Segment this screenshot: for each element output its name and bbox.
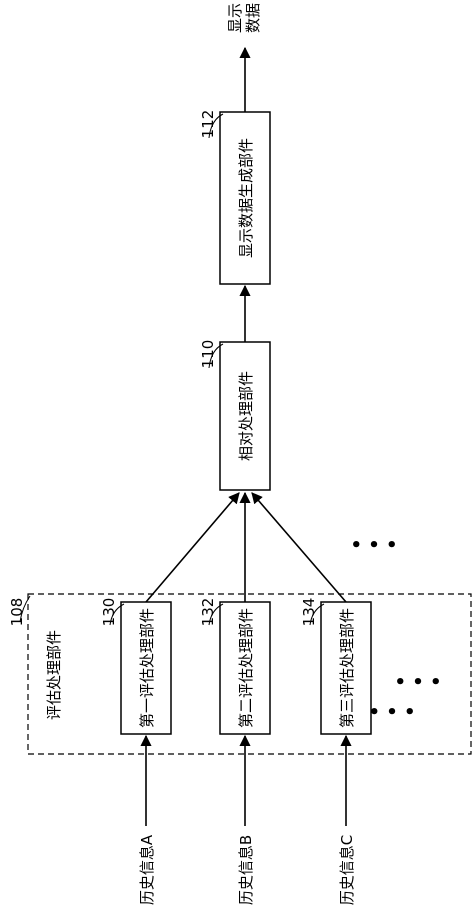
evaluator-label-1: 第一评估处理部件 [138, 608, 156, 728]
ellipsis-middle: • • • [394, 672, 441, 693]
evaluator-ref-leader-1 [109, 603, 125, 626]
eval-group-box [27, 593, 472, 755]
display-unit-ref: 112 [199, 110, 217, 139]
evaluator-ref-leader-2 [208, 603, 224, 626]
arrow-eval3-to-relative [251, 492, 347, 603]
eval-group-ref: 108 [8, 598, 26, 627]
evaluator-label-3: 第三评估处理部件 [338, 608, 356, 728]
input-label-a: 历史信息A [138, 834, 156, 905]
input-label-b: 历史信息B [237, 835, 255, 905]
display-unit-label: 显示数据生成部件 [237, 138, 255, 258]
evaluator-box-2 [219, 601, 271, 735]
evaluator-label-2: 第二评估处理部件 [237, 608, 255, 728]
input-label-c: 历史信息C [338, 835, 356, 905]
evaluator-ref-leader-3 [309, 603, 325, 626]
display-data-label-line2: 数据 [244, 3, 262, 33]
evaluator-box-1 [120, 601, 172, 735]
eval-group-ref-leader [19, 595, 31, 623]
relative-unit-ref-leader [208, 343, 224, 369]
arrow-eval1-to-relative [145, 492, 240, 603]
ellipsis-bottom: • • • [368, 702, 415, 723]
display-unit-ref-leader [208, 113, 224, 139]
relative-unit-box [219, 341, 271, 491]
display-data-label-line1: 显示 [226, 3, 244, 33]
display-unit-box [219, 111, 271, 285]
relative-unit-label: 相对处理部件 [237, 371, 255, 461]
evaluator-box-3 [320, 601, 372, 735]
evaluator-ref-1: 130 [100, 598, 118, 627]
ellipsis-top: • • • [350, 535, 397, 556]
relative-unit-ref: 110 [199, 340, 217, 369]
eval-group-label: 评估处理部件 [45, 630, 63, 720]
evaluator-ref-2: 132 [199, 598, 217, 627]
evaluator-ref-3: 134 [300, 598, 318, 627]
